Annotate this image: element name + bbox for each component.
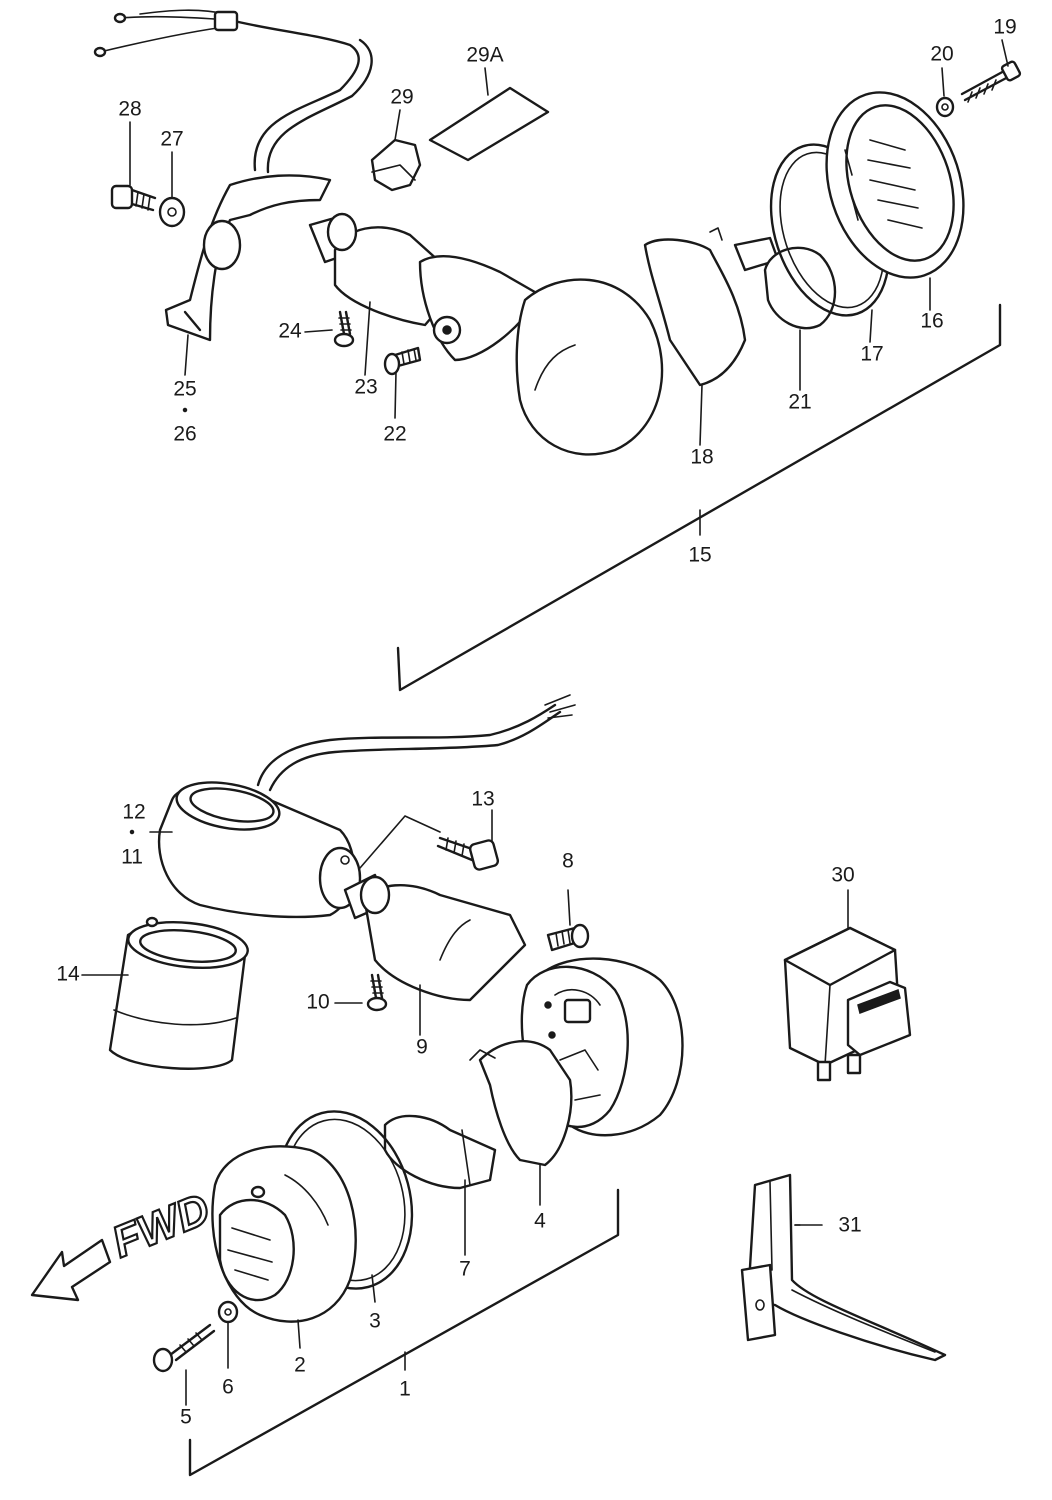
callout-5: 5 [180, 1406, 192, 1429]
callout-8: 8 [562, 850, 574, 873]
callout-25: 25 [173, 378, 196, 401]
upper-small-screw-24 [333, 310, 355, 348]
callout-14: 14 [56, 963, 80, 986]
callout-7: 7 [459, 1258, 471, 1281]
callout-15: 15 [688, 544, 711, 567]
upper-small-screw-22 [383, 346, 422, 376]
lower-stalk-body [343, 873, 684, 1137]
callout-20: 20 [930, 43, 953, 66]
callout-29a: 29A [466, 44, 503, 67]
callout-24: 24 [278, 320, 302, 343]
callout-27: 27 [160, 128, 183, 151]
callout-10: 10 [306, 991, 329, 1014]
callout-2: 2 [294, 1354, 306, 1377]
callout-11: 11 [121, 846, 143, 869]
lower-bulb [383, 1114, 497, 1190]
flasher-relay [783, 926, 912, 1082]
callout-19: 19 [993, 16, 1016, 39]
lower-lens-screw [152, 1323, 216, 1373]
upper-reflector-plate [643, 227, 747, 387]
upper-lens [825, 91, 965, 279]
callout-1: 1 [399, 1378, 411, 1401]
callout-23: 23 [354, 376, 377, 399]
callout-leader-lines [81, 39, 1009, 1406]
lower-assembly-guide-line [359, 815, 441, 869]
callout-29: 29 [390, 86, 413, 109]
callout-12: 12 [122, 801, 145, 824]
callout-30: 30 [831, 864, 854, 887]
assembly-group-line-1 [188, 1188, 620, 1477]
callout-21: 21 [788, 391, 811, 414]
upper-wire-harness [93, 9, 373, 174]
callout-16: 16 [920, 310, 943, 333]
lower-mount-housing [157, 781, 362, 919]
callout-17: 17 [860, 343, 883, 366]
callout-13: 13 [471, 788, 494, 811]
callout-4: 4 [534, 1210, 546, 1233]
lower-wire-harness [256, 694, 576, 792]
callout-18: 18 [690, 446, 713, 469]
upper-lens-washer [935, 96, 955, 118]
mount-bolt-28 [110, 184, 157, 212]
callout-28: 28 [118, 98, 141, 121]
callout-labels: 19 20 29A 29 28 27 24 23 22 25 26 16 17 … [56, 16, 1016, 1429]
upper-mount-bracket [164, 174, 332, 342]
upper-turn-signal-assembly [93, 9, 1022, 692]
lower-turn-signal-assembly [108, 694, 684, 1477]
forward-arrow-icon [30, 1238, 112, 1302]
relay-bracket [740, 1173, 947, 1362]
callout-3: 3 [369, 1310, 381, 1333]
lower-lens [211, 1145, 357, 1323]
upper-lens-screw [960, 60, 1022, 103]
callout-26: 26 [173, 423, 196, 446]
adhesive-pad [428, 86, 550, 162]
wire-clamp [370, 138, 422, 192]
callout-6: 6 [222, 1376, 234, 1399]
lower-small-screw-10 [366, 973, 388, 1012]
lower-small-screw-8 [546, 923, 590, 952]
callout-31: 31 [838, 1214, 861, 1237]
mount-washer-27 [158, 196, 186, 228]
mount-bolt-13 [436, 836, 500, 871]
lower-lens-washer [217, 1300, 239, 1324]
forward-direction-indicator: FWD [30, 1183, 218, 1302]
upper-stalk-body [308, 212, 664, 456]
callout-22: 22 [383, 423, 406, 446]
lower-reflector-plate [469, 1040, 573, 1167]
upper-bulb [733, 236, 837, 330]
callout-9: 9 [416, 1036, 428, 1059]
forward-label: FWD [105, 1184, 216, 1267]
rubber-boot [108, 916, 249, 1070]
